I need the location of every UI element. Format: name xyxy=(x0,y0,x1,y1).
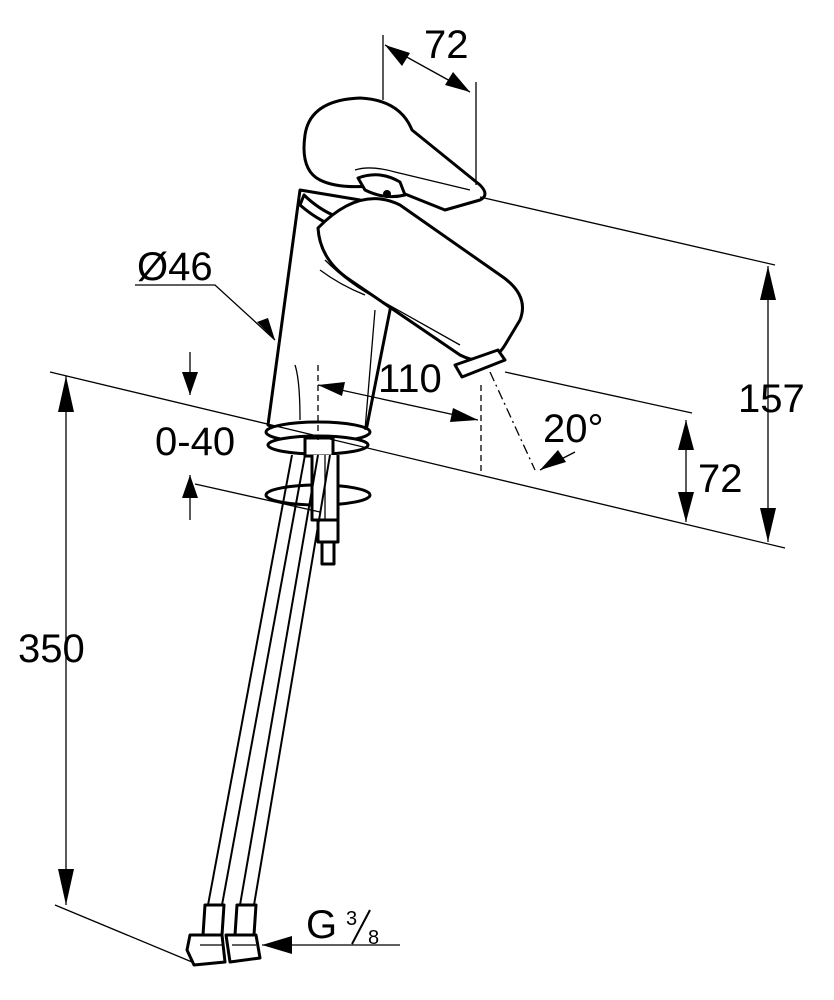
label-height-total: 157 xyxy=(738,377,805,421)
mounting-hardware xyxy=(264,434,372,566)
label-handle-length: 72 xyxy=(424,23,469,67)
label-thread-prefix: G xyxy=(306,903,337,947)
dimension-labels: 72 Ø46 110 20° 157 72 0-40 350 G 3 8 xyxy=(18,23,805,949)
label-spout-reach: 110 xyxy=(378,357,442,401)
label-thread: G 3 8 xyxy=(306,903,379,949)
extension-lines xyxy=(49,35,786,963)
label-angle: 20° xyxy=(543,407,604,451)
label-thread-den: 8 xyxy=(368,927,379,949)
label-spout-height: 72 xyxy=(698,457,743,501)
label-deck-range: 0-40 xyxy=(155,420,235,464)
faucet-body xyxy=(264,96,524,444)
supply-hoses xyxy=(185,454,331,967)
label-hose-length: 350 xyxy=(18,627,85,671)
label-diameter: Ø46 xyxy=(137,245,213,289)
label-thread-num: 3 xyxy=(346,908,357,930)
thread-fraction-slash xyxy=(351,909,371,945)
dimension-arrows xyxy=(58,44,776,954)
